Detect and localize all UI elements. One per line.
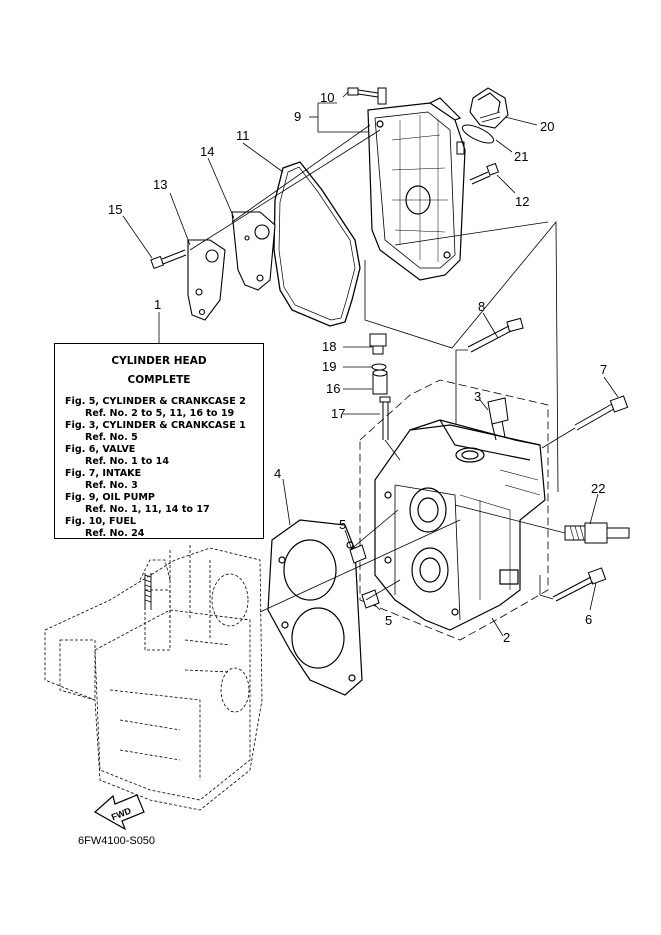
callout-numbers: 2 3 4 5 5 6 7 8 9 10 11 12 13 14 15 16 1… — [108, 90, 607, 645]
pin-17 — [379, 396, 391, 440]
callout-7: 7 — [600, 362, 607, 377]
crankcase-stud — [144, 573, 152, 610]
bolt-15 — [150, 249, 187, 270]
head-gasket-4 — [267, 519, 363, 696]
bolt-7 — [574, 395, 629, 431]
cylinder-head-cover — [367, 97, 466, 281]
sensor-3 — [487, 397, 509, 441]
bolt-10 — [347, 87, 379, 98]
callout-13: 13 — [153, 177, 167, 192]
plug-18 — [369, 333, 387, 355]
callout-15: 15 — [108, 202, 122, 217]
fwd-arrow-icon: FWD — [93, 794, 145, 831]
crankcase-block-ghost — [44, 545, 263, 811]
dowel-5-lower — [361, 589, 380, 609]
callout-1: 1 — [154, 297, 161, 312]
bolt-12 — [469, 162, 500, 185]
legend-line: Ref. No. 1 to 14 — [85, 456, 170, 467]
legend-line: Ref. No. 1, 11, 14 to 17 — [85, 504, 210, 515]
head-assembly-outline — [359, 379, 549, 641]
callout-18: 18 — [322, 339, 336, 354]
plate-13 — [187, 239, 226, 321]
callout-12: 12 — [515, 194, 529, 209]
sleeve-16 — [372, 369, 388, 395]
dowel-5-upper — [349, 544, 367, 564]
spark-plug-22 — [564, 522, 630, 544]
vent-nipple — [377, 87, 465, 155]
callout-14: 14 — [200, 144, 214, 159]
callout-10: 10 — [320, 90, 334, 105]
oil-filler-cap — [469, 87, 509, 129]
plate-14 — [231, 211, 276, 291]
callout-17: 17 — [331, 406, 345, 421]
callout-5-upper: 5 — [339, 517, 346, 532]
legend-title: CYLINDER HEAD COMPLETE — [55, 352, 263, 390]
callout-11: 11 — [236, 128, 250, 143]
washer-19 — [371, 363, 387, 371]
o-ring-21 — [461, 124, 495, 144]
legend-line: Fig. 6, VALVE — [65, 444, 136, 455]
callout-19: 19 — [322, 359, 336, 374]
assembly-lines — [122, 91, 619, 637]
callout-6: 6 — [585, 612, 592, 627]
callout-16: 16 — [326, 381, 340, 396]
legend-line: Fig. 10, FUEL — [65, 516, 137, 527]
bolt-6 — [552, 567, 607, 602]
legend-title-line1: CYLINDER HEAD — [111, 355, 207, 367]
legend-line: Fig. 5, CYLINDER & CRANKCASE 2 — [65, 396, 246, 407]
callout-20: 20 — [540, 119, 554, 134]
legend-line: Ref. No. 2 to 5, 11, 16 to 19 — [85, 408, 235, 419]
legend-title-line2: COMPLETE — [127, 374, 191, 386]
callout-3: 3 — [474, 389, 481, 404]
callout-21: 21 — [514, 149, 528, 164]
legend-line: Ref. No. 3 — [85, 480, 138, 491]
bolt-8 — [467, 317, 524, 353]
legend-line: Fig. 7, INTAKE — [65, 468, 142, 479]
diagram-code: 6FW4100-S050 — [78, 835, 156, 847]
cylinder-head — [374, 419, 546, 631]
callout-22: 22 — [591, 481, 605, 496]
callout-2: 2 — [503, 630, 510, 645]
legend-line: Fig. 9, OIL PUMP — [65, 492, 155, 503]
callout-9: 9 — [294, 109, 301, 124]
callout-4: 4 — [274, 466, 281, 481]
legend-lines: Fig. 5, CYLINDER & CRANKCASE 2 Ref. No. … — [55, 396, 263, 540]
callout-8: 8 — [478, 299, 485, 314]
reference-legend-box: CYLINDER HEAD COMPLETE Fig. 5, CYLINDER … — [54, 343, 264, 539]
legend-line: Fig. 3, CYLINDER & CRANKCASE 1 — [65, 420, 246, 431]
legend-line: Ref. No. 5 — [85, 432, 138, 443]
legend-line: Ref. No. 24 — [85, 528, 145, 539]
gasket-11 — [273, 161, 361, 327]
callout-5-lower: 5 — [385, 613, 392, 628]
